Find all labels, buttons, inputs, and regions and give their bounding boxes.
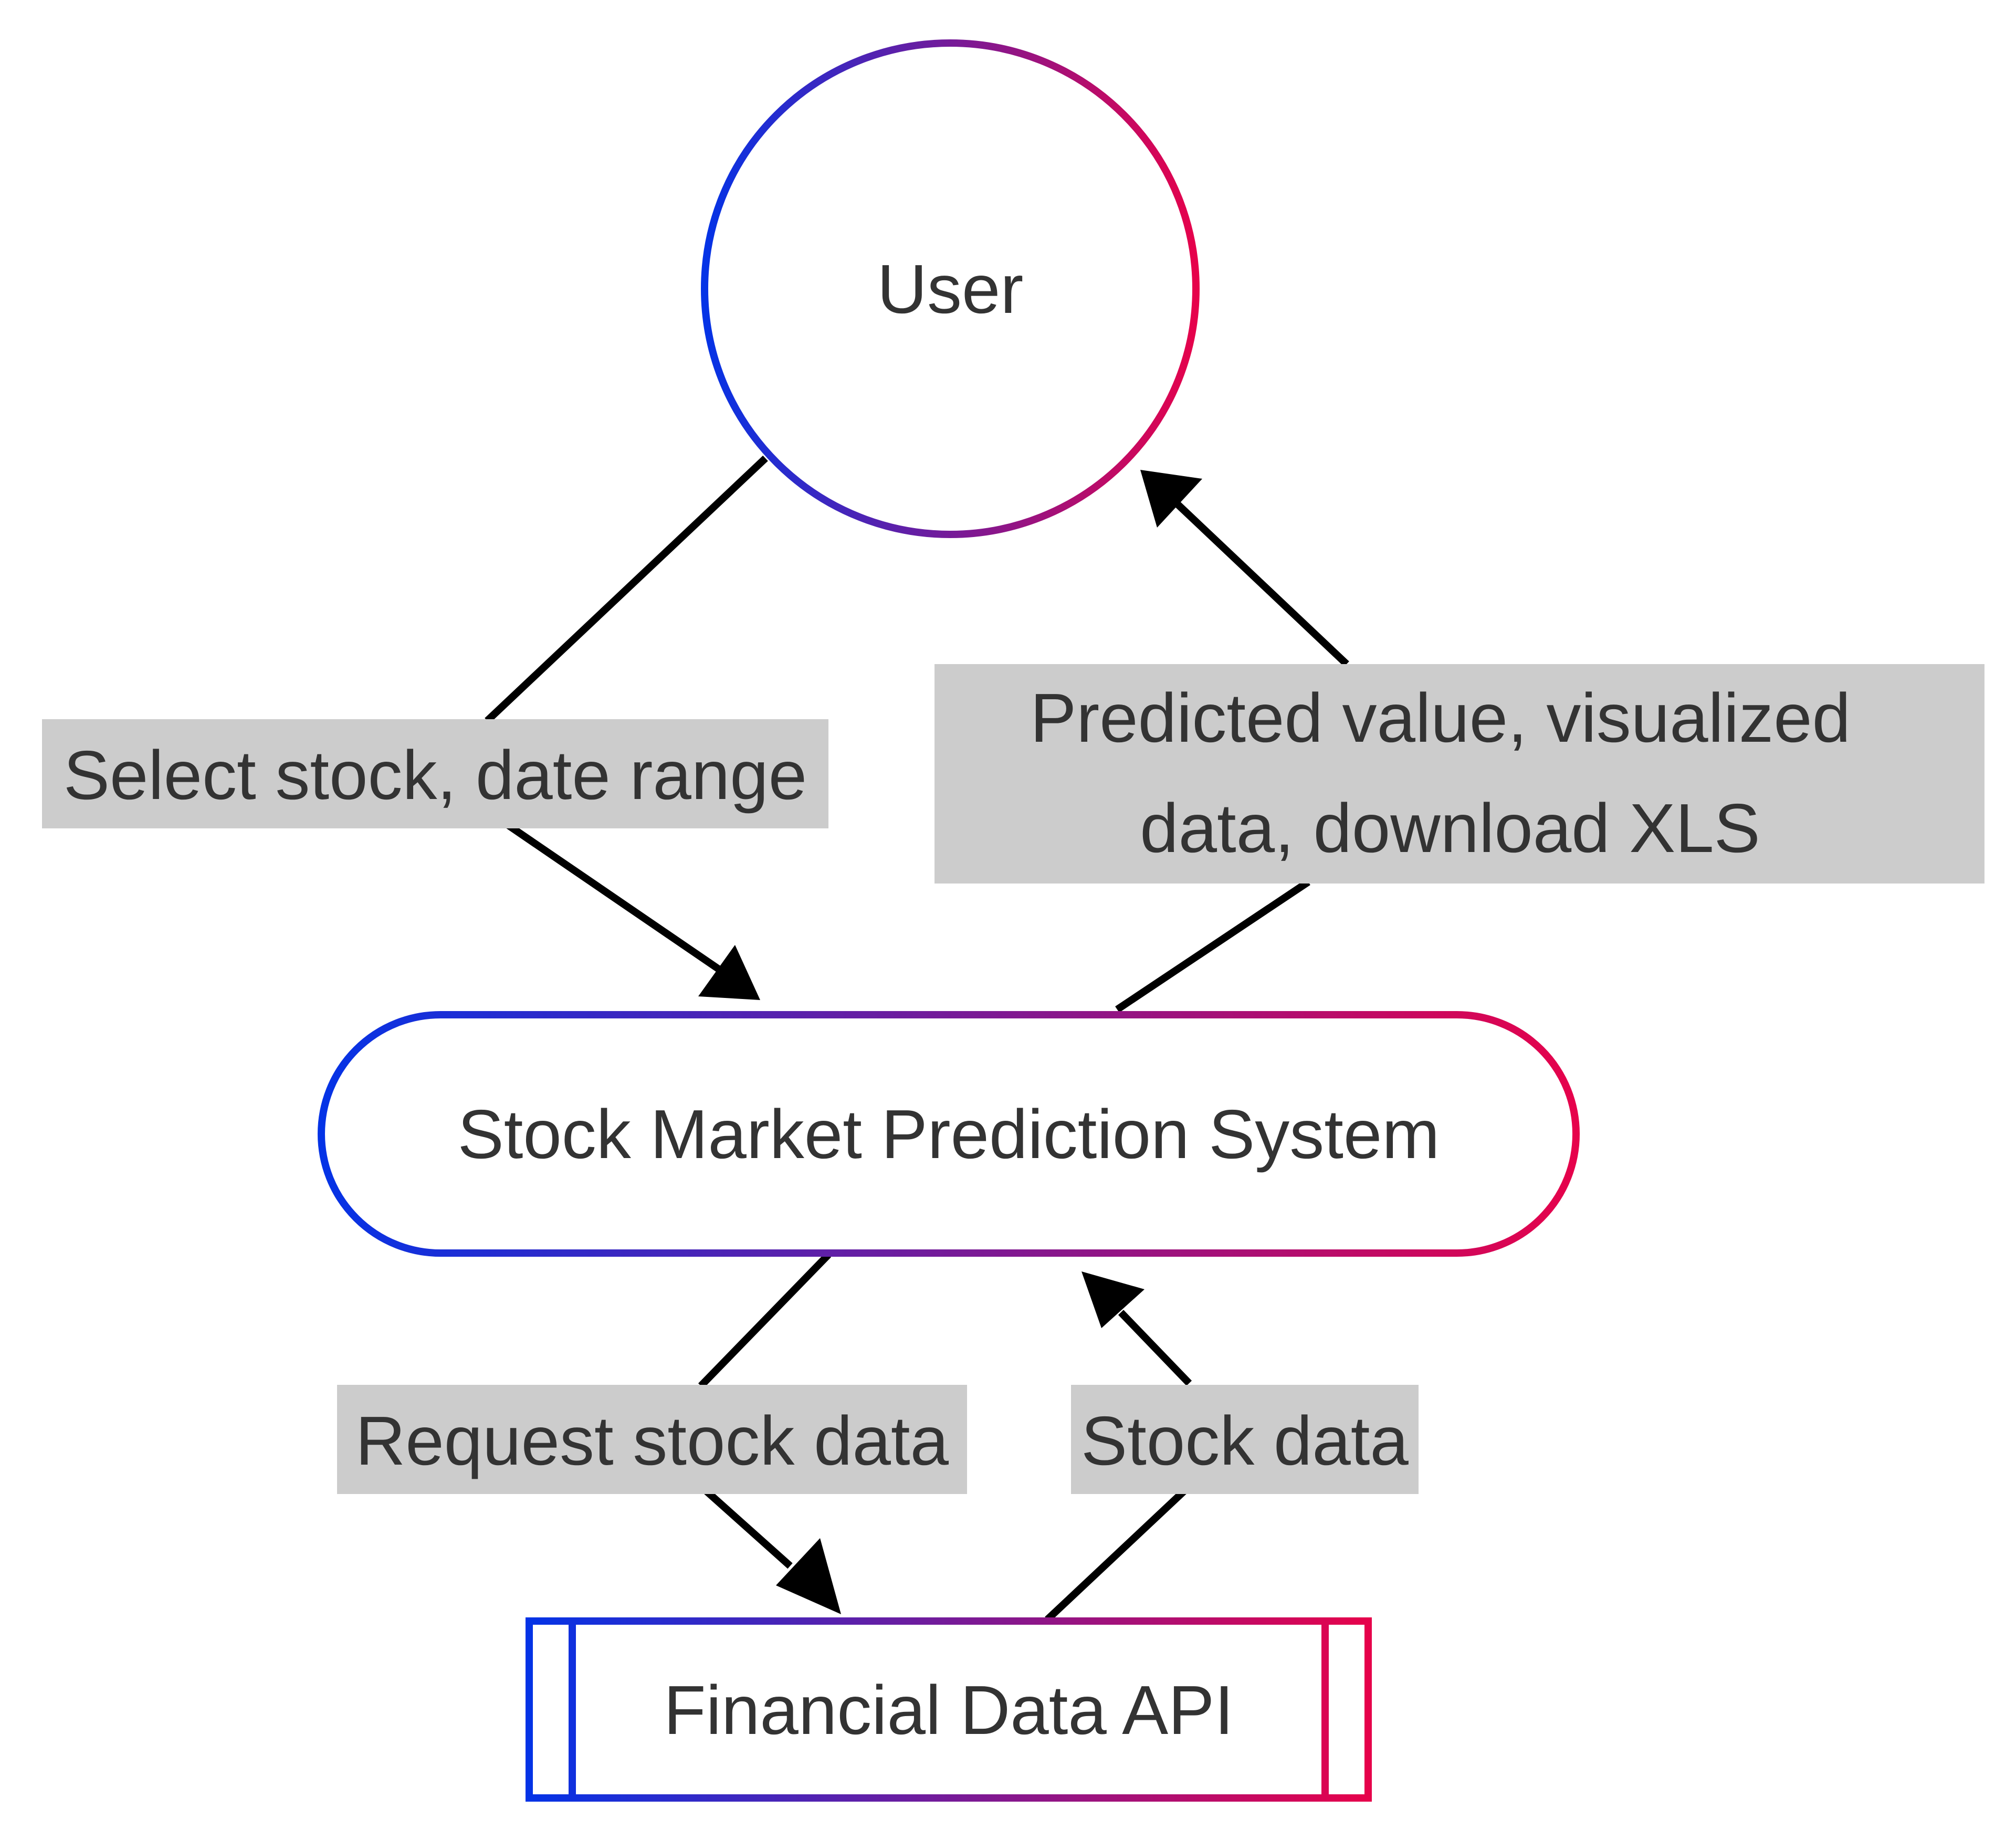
node-user: User bbox=[701, 39, 1200, 538]
node-api-label: Financial Data API bbox=[664, 1671, 1234, 1749]
edge-label-request-stock-data: Request stock data bbox=[355, 1402, 949, 1479]
edge-line-system-to-user-lower bbox=[1115, 879, 1310, 1013]
edge-system-to-user: Predicted value, visualized data, downlo… bbox=[934, 470, 1984, 1013]
edge-label-bg-stock-data bbox=[1071, 1385, 1419, 1494]
node-system-shape bbox=[318, 1011, 1580, 1257]
node-user-shape bbox=[701, 39, 1200, 538]
edge-api-to-system: Stock data bbox=[1045, 1271, 1419, 1623]
edge-label-predicted-value-line-2: data, download XLS bbox=[1140, 790, 1760, 867]
edge-label-select-stock: Select stock, date range bbox=[64, 737, 807, 814]
edge-line-user-to-system-upper bbox=[485, 455, 768, 724]
edge-line-system-to-api-upper bbox=[698, 1252, 832, 1389]
edge-label-stock-data: Stock data bbox=[1081, 1402, 1409, 1479]
edge-line-user-to-system-lower bbox=[506, 822, 729, 978]
edge-label-bg-select-stock bbox=[42, 719, 828, 828]
node-system-label: Stock Market Prediction System bbox=[458, 1096, 1440, 1173]
edge-label-predicted-value-line-1: Predicted value, visualized bbox=[1030, 679, 1851, 756]
edge-line-system-to-api-lower bbox=[704, 1488, 793, 1569]
arrowhead-into-user bbox=[1140, 470, 1202, 528]
arrowhead-into-system-right bbox=[1082, 1271, 1144, 1328]
edge-label-bg-request-stock-data bbox=[337, 1385, 967, 1494]
node-api: Financial Data API bbox=[526, 1617, 1372, 1802]
edge-label-predicted-value: Predicted value, visualized data, downlo… bbox=[1030, 679, 1870, 867]
edge-line-api-to-system-upper bbox=[1118, 1310, 1192, 1386]
arrowhead-into-api bbox=[776, 1538, 841, 1614]
edge-line-api-to-system-lower bbox=[1045, 1487, 1188, 1623]
edge-line-system-to-user-upper bbox=[1171, 497, 1349, 667]
edge-label-bg-predicted-value bbox=[934, 664, 1984, 884]
edge-user-to-system: Select stock, date range bbox=[42, 455, 828, 1000]
arrowhead-into-system-left bbox=[698, 945, 760, 1000]
node-system: Stock Market Prediction System bbox=[318, 1011, 1580, 1257]
edge-system-to-api: Request stock data bbox=[337, 1252, 967, 1614]
node-api-shape bbox=[526, 1617, 1372, 1802]
node-user-label: User bbox=[877, 250, 1024, 328]
